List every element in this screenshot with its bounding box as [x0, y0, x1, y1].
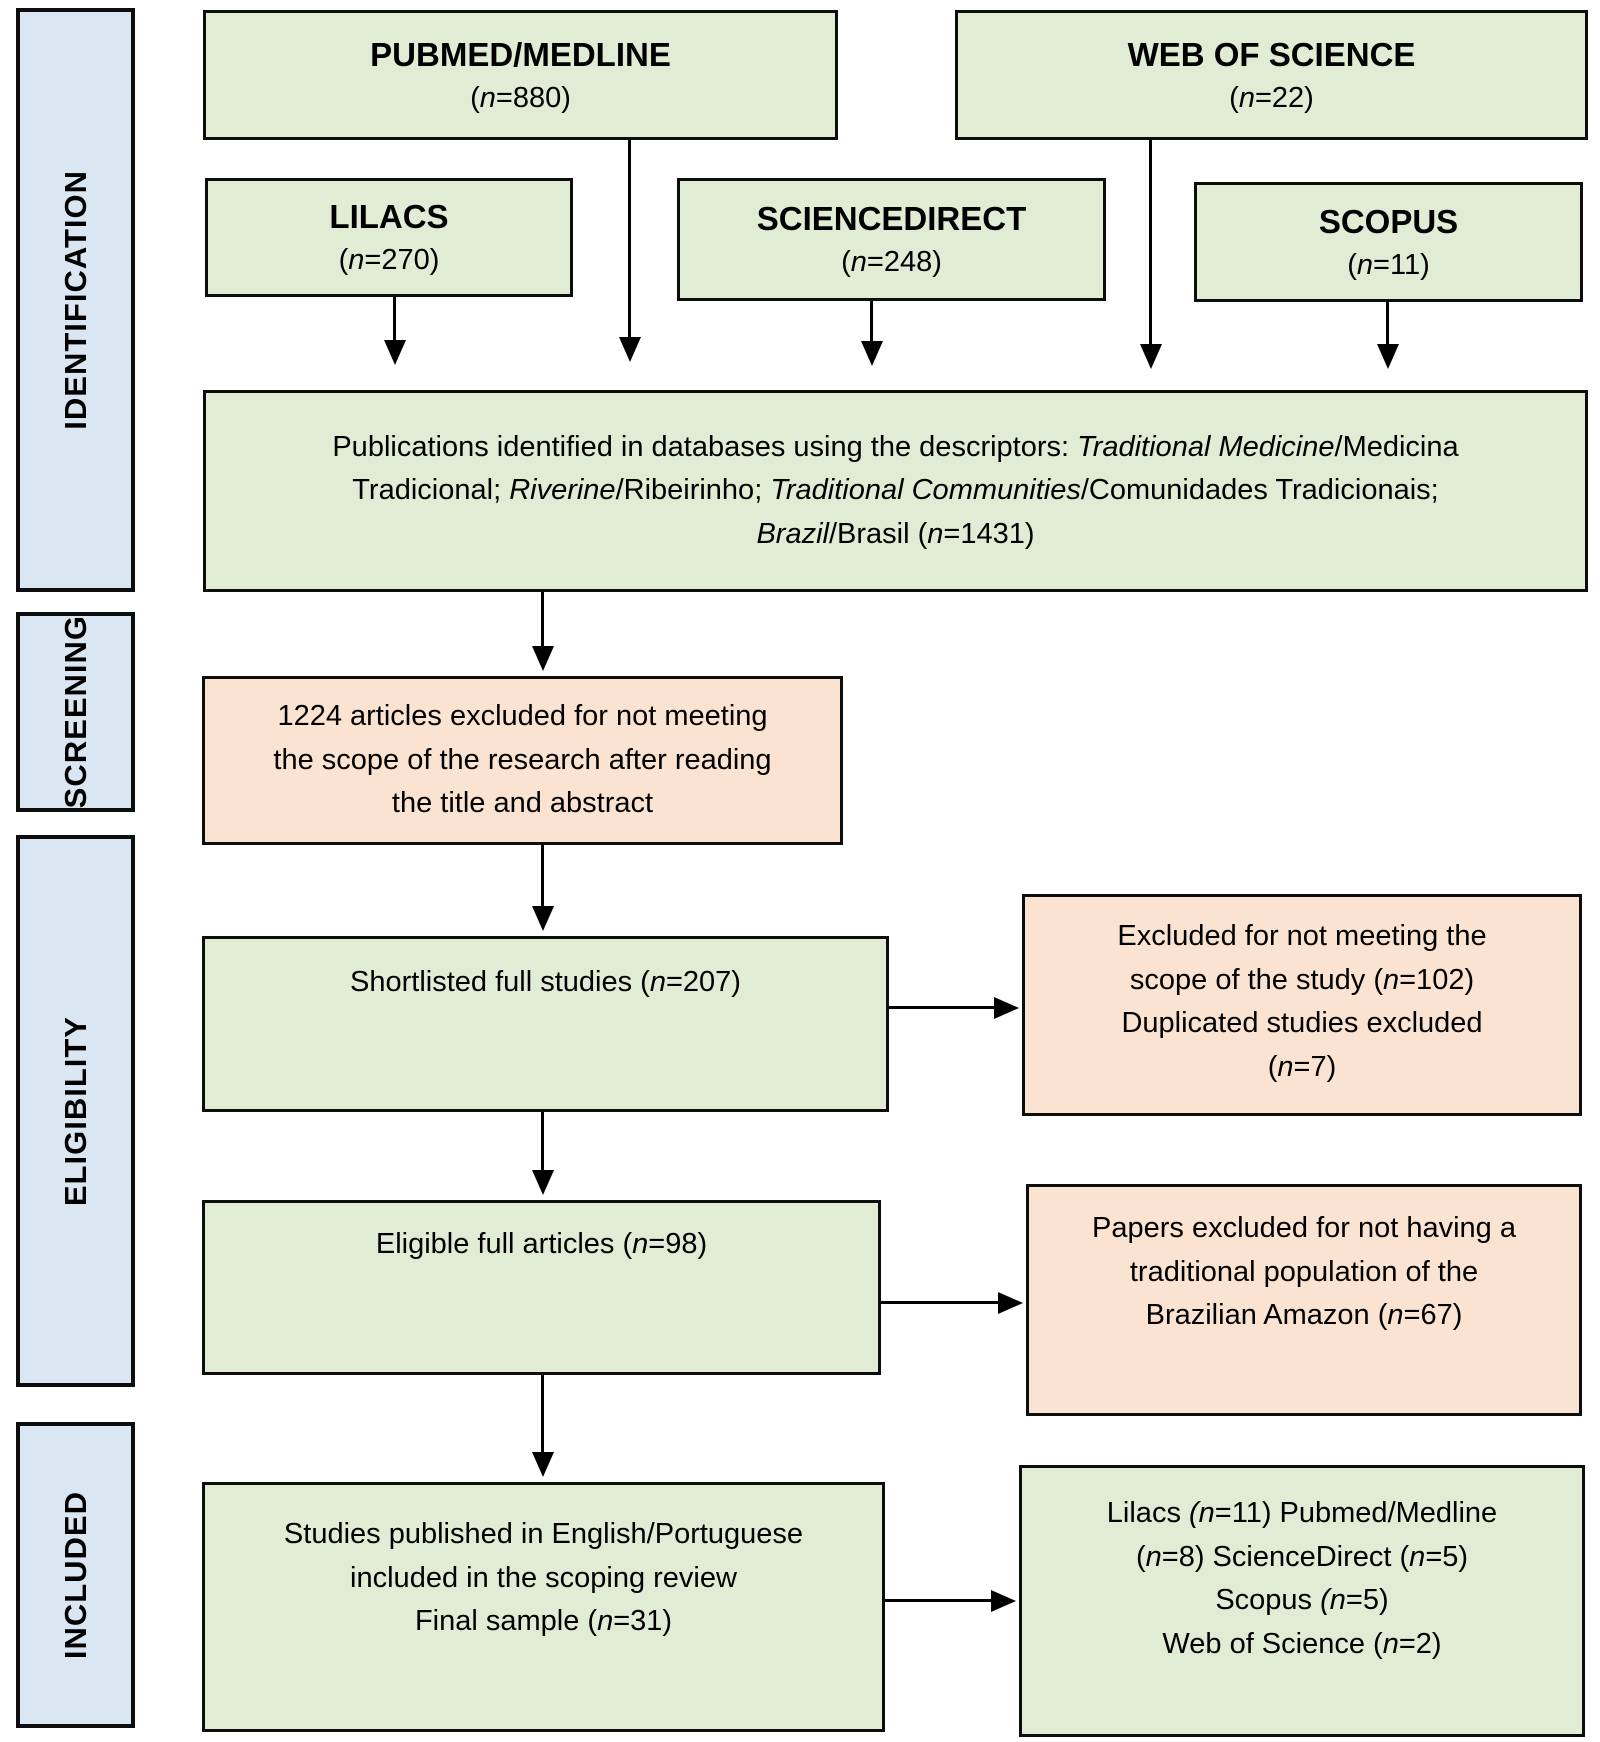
arrow-final-to-sources: [885, 1599, 991, 1602]
stage-identification-label: IDENTIFICATION: [57, 170, 93, 430]
arrow-scopus-to-identified: [1386, 302, 1389, 344]
box-eligible: Eligible full articles (n=98): [202, 1200, 881, 1375]
arrow-webofscience-to-identified: [1149, 140, 1152, 344]
arrow-shortlisted-to-eligible: [541, 1112, 544, 1170]
arrow-lilacs-to-identified: [393, 297, 396, 340]
stage-eligibility-label: ELIGIBILITY: [57, 1015, 93, 1207]
stage-identification: IDENTIFICATION: [16, 8, 135, 592]
arrow-shortlisted-to-excluded-scope: [889, 1006, 994, 1009]
arrow-eligible-to-excluded-population: [881, 1301, 998, 1304]
stage-included: INCLUDED: [16, 1422, 135, 1728]
arrow-screening-to-shortlisted: [541, 845, 544, 906]
box-pubmed-medline: PUBMED/MEDLINE(n=880): [203, 10, 838, 140]
stage-included-label: INCLUDED: [57, 1490, 93, 1660]
arrow-pubmed-to-identified: [628, 140, 631, 337]
box-lilacs: LILACS(n=270): [205, 178, 573, 297]
box-web-of-science: WEB OF SCIENCE(n=22): [955, 10, 1588, 140]
arrow-eligible-to-included: [541, 1375, 544, 1452]
stage-screening: SCREENING: [16, 612, 135, 812]
box-publications-identified: Publications identified in databases usi…: [203, 390, 1588, 592]
box-shortlisted: Shortlisted full studies (n=207): [202, 936, 889, 1112]
arrow-sciencedirect-to-identified: [870, 301, 873, 341]
box-included-sources: Lilacs (n=11) Pubmed/Medline(n=8) Scienc…: [1019, 1465, 1585, 1737]
box-sciencedirect: SCIENCEDIRECT(n=248): [677, 178, 1106, 301]
box-scopus: SCOPUS(n=11): [1194, 182, 1583, 302]
stage-eligibility: ELIGIBILITY: [16, 835, 135, 1387]
stage-screening-label: SCREENING: [57, 615, 93, 809]
arrow-identified-to-screening-excluded: [541, 592, 544, 646]
